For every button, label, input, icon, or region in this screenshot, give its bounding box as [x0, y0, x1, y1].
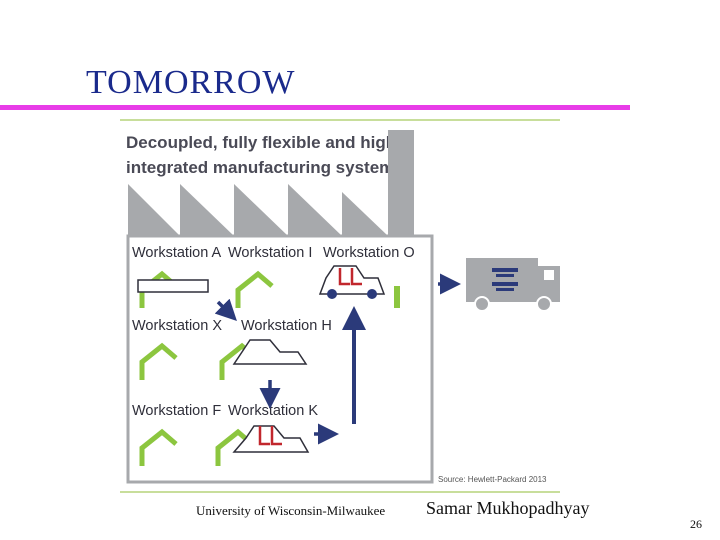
part-car-body-k	[232, 425, 310, 453]
part-plate	[137, 279, 209, 293]
figure-source: Source: Hewlett-Packard 2013	[438, 475, 547, 484]
delivery-truck-icon	[466, 258, 560, 312]
finished-car	[318, 265, 386, 299]
footer-author: Samar Mukhopadhyay	[426, 498, 590, 518]
workstation-k-label: Workstation K	[228, 403, 318, 419]
figure-heading-line2: integrated manufacturing systems	[126, 158, 404, 177]
factory-roof	[128, 184, 388, 236]
manufacturing-diagram: Decoupled, fully flexible and highly int…	[120, 118, 560, 494]
page-number: 26	[690, 517, 702, 531]
workstation-x-label: Workstation X	[132, 318, 222, 334]
workstation-f-label: Workstation F	[132, 403, 221, 419]
slide-title: TOMORROW	[86, 64, 296, 101]
title-underline	[0, 105, 630, 110]
workstation-a-label: Workstation A	[132, 245, 222, 261]
footer-institution: University of Wisconsin-Milwaukee	[196, 503, 386, 518]
workstation-i-label: Workstation I	[228, 245, 312, 261]
arrow-a-to-h	[214, 298, 237, 321]
workstation-h-label: Workstation H	[241, 318, 332, 334]
figure-heading-line1: Decoupled, fully flexible and highly	[126, 133, 411, 152]
robot-arm-o	[394, 286, 400, 308]
factory-chimney	[388, 130, 414, 236]
part-car-body	[232, 339, 308, 365]
workstation-o-label: Workstation O	[323, 245, 415, 261]
